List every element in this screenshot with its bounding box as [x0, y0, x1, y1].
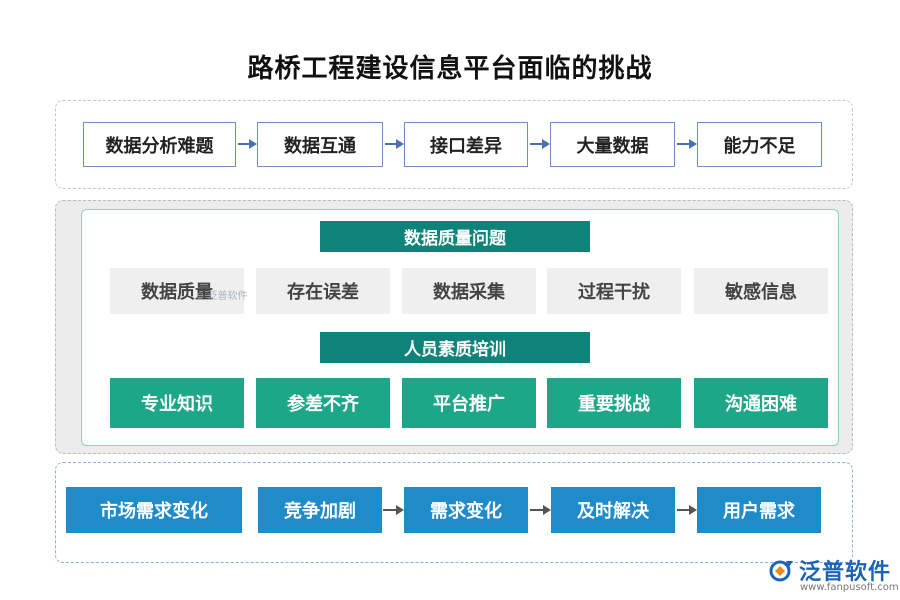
top-flow-step-3: 接口差异 [404, 122, 528, 167]
top-flow-arrow-3 [530, 139, 550, 149]
staff-training-item-5: 沟通困难 [694, 378, 828, 428]
staff-training-item-3: 平台推广 [402, 378, 536, 428]
diagram-title: 路桥工程建设信息平台面临的挑战 [247, 54, 653, 84]
top-flow-arrow-4 [677, 139, 697, 149]
section-header-data-quality: 数据质量问题 [320, 221, 590, 252]
brand-logo: 泛普软件 [769, 554, 891, 586]
top-flow-arrow-2 [385, 139, 404, 149]
watermark-logo: ⊙ 泛普软件 [196, 291, 248, 302]
bottom-flow-step-4: 及时解决 [551, 487, 675, 533]
top-flow-step-5: 能力不足 [697, 122, 822, 167]
staff-training-item-4: 重要挑战 [547, 378, 681, 428]
top-flow-arrow-1 [238, 139, 257, 149]
data-quality-item-2: 存在误差 [256, 268, 390, 314]
staff-training-item-1: 专业知识 [110, 378, 244, 428]
top-flow-step-1: 数据分析难题 [83, 122, 236, 167]
bottom-flow-step-5: 用户需求 [697, 487, 821, 533]
data-quality-item-4: 过程干扰 [547, 268, 681, 314]
section-header-staff-training: 人员素质培训 [320, 332, 590, 363]
bottom-flow-arrow-2 [530, 505, 551, 515]
data-quality-item-1: 数据质量 [110, 268, 244, 314]
logo-url: www.fanpusoft.com [800, 582, 899, 593]
bottom-flow-step-3: 需求变化 [404, 487, 528, 533]
logo-name: 泛普软件 [799, 560, 892, 585]
top-flow-step-4: 大量数据 [550, 122, 675, 167]
data-quality-item-5: 敏感信息 [694, 268, 828, 314]
staff-training-item-2: 参差不齐 [256, 378, 390, 428]
bottom-flow-arrow-1 [383, 505, 404, 515]
data-quality-item-3: 数据采集 [402, 268, 536, 314]
bottom-flow-step-2: 竞争加剧 [258, 487, 382, 533]
logo-icon [769, 560, 793, 582]
top-flow-step-2: 数据互通 [257, 122, 383, 167]
bottom-flow-step-1: 市场需求变化 [66, 487, 242, 533]
bottom-flow-arrow-3 [677, 505, 697, 515]
